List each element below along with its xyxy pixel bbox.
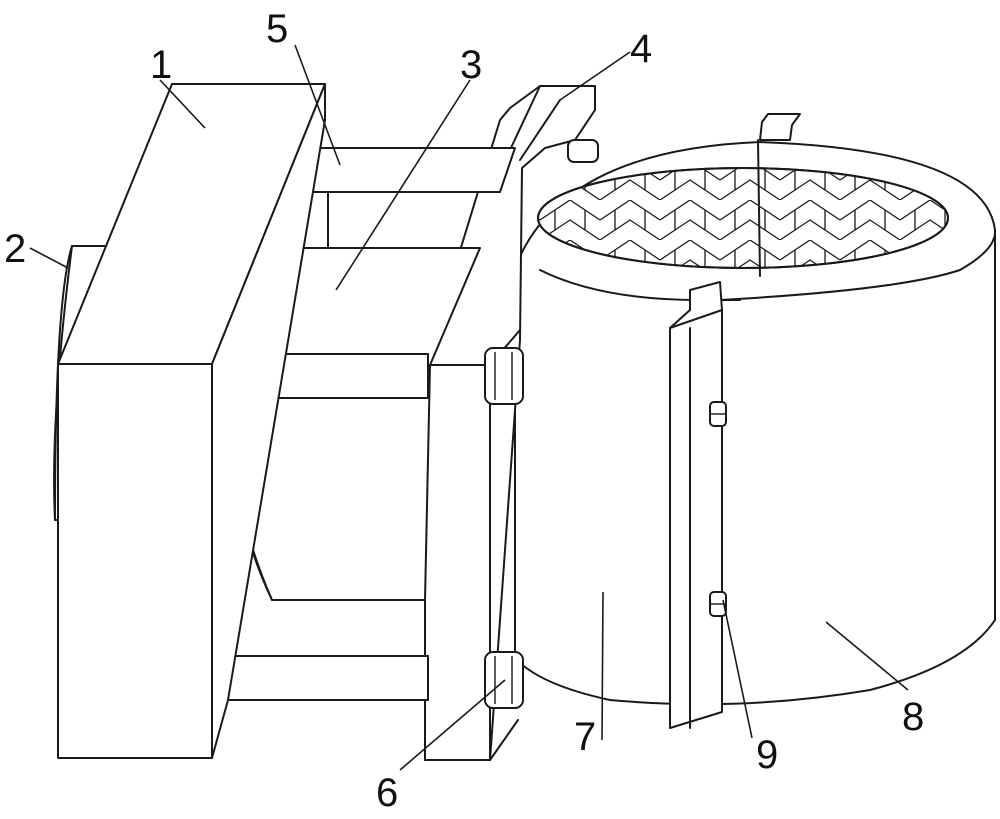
top-flange — [757, 113, 801, 277]
leader-lines — [29, 44, 909, 771]
label-7: 7 — [574, 715, 596, 759]
label-8: 8 — [902, 695, 924, 739]
rear-block — [57, 83, 326, 759]
top-bolt — [567, 139, 599, 163]
flange-bolt-upper — [709, 401, 727, 427]
flange-bolt-lower — [709, 591, 727, 617]
guide-rod-bottom — [215, 655, 429, 701]
plate-nut-upper — [484, 347, 524, 405]
label-9: 9 — [756, 733, 778, 777]
label-4: 4 — [630, 27, 652, 71]
label-5: 5 — [266, 7, 288, 51]
label-6: 6 — [376, 771, 398, 815]
label-2: 2 — [4, 227, 26, 271]
label-1: 1 — [150, 43, 172, 87]
side-flange — [669, 281, 723, 729]
label-3: 3 — [460, 43, 482, 87]
inner-lining — [537, 167, 949, 269]
